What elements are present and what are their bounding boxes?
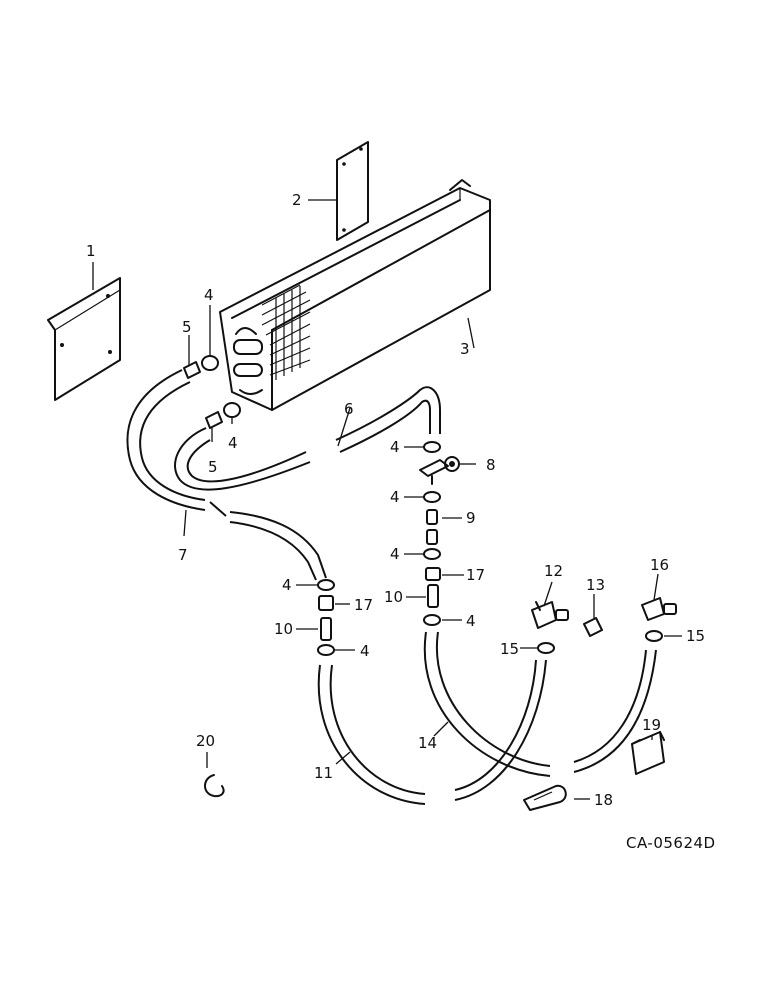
heater-core-part [219, 179, 491, 411]
callout-7: 7 [178, 546, 188, 564]
hose-6 [174, 386, 441, 491]
callout-10: 10 [384, 588, 403, 606]
callout-12: 12 [544, 562, 563, 580]
callout-13: 13 [586, 576, 605, 594]
cap-13 [583, 617, 603, 637]
side-panel-part [47, 277, 121, 401]
hose-7 [126, 369, 327, 581]
control-valve-part [419, 441, 460, 626]
callout-15: 15 [686, 627, 705, 645]
callout-16: 16 [650, 556, 669, 574]
callout-14: 14 [418, 734, 437, 752]
clamp-part [201, 355, 241, 418]
drain-cock-16 [641, 597, 677, 642]
callout-9: 9 [466, 509, 476, 527]
callout-8: 8 [486, 456, 496, 474]
callout-4: 4 [360, 642, 370, 660]
callout-4: 4 [282, 576, 292, 594]
hose-14 [423, 631, 657, 777]
callout-1: 1 [86, 242, 96, 260]
callout-11: 11 [314, 764, 333, 782]
bracket-19 [631, 731, 665, 775]
hose-fitting-stack [317, 579, 335, 656]
callout-4: 4 [204, 286, 214, 304]
callout-15: 15 [500, 640, 519, 658]
callout-20: 20 [196, 732, 215, 750]
callout-5: 5 [208, 458, 218, 476]
callout-17: 17 [466, 566, 485, 584]
callout-4: 4 [390, 438, 400, 456]
leader-lines [92, 199, 682, 800]
callout-6: 6 [344, 400, 354, 418]
retaining-ring-20 [204, 774, 225, 798]
callout-18: 18 [594, 791, 613, 809]
callout-4: 4 [228, 434, 238, 452]
adapter-part [183, 361, 223, 429]
callout-17: 17 [354, 596, 373, 614]
callout-3: 3 [460, 340, 470, 358]
callout-19: 19 [642, 716, 661, 734]
callout-2: 2 [292, 191, 302, 209]
hose-11 [317, 659, 547, 805]
cover-plate-part [336, 141, 369, 241]
drawing-code: CA-05624D [626, 834, 716, 852]
callout-4: 4 [466, 612, 476, 630]
callout-4: 4 [390, 545, 400, 563]
drain-cock-12 [531, 601, 569, 654]
clip-18 [523, 784, 567, 811]
callout-labels: 1 2 3 4 5 5 4 6 7 4 8 4 9 4 17 10 4 4 17… [86, 191, 705, 809]
callout-10: 10 [274, 620, 293, 638]
callout-5: 5 [182, 318, 192, 336]
callout-4: 4 [390, 488, 400, 506]
